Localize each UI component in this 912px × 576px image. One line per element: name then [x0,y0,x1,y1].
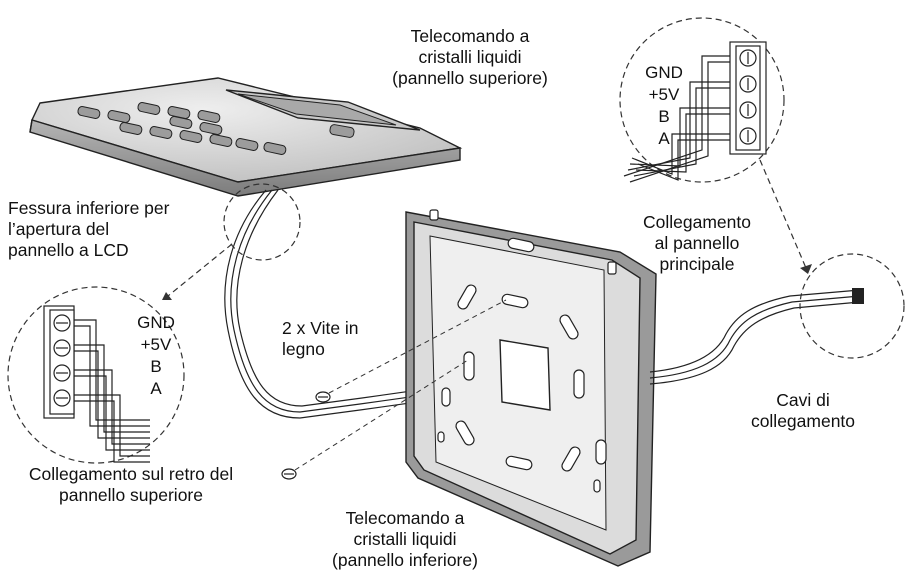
screws [281,391,331,480]
label-connection-main: Collegamento al pannello principale [643,212,751,274]
label-slot: Fessura inferiore per l’apertura del pan… [8,198,170,260]
label-screws: 2 x Vite in legno [282,318,359,359]
terminal-block-main [623,41,767,183]
terminal-label-gnd-main: GND [645,63,683,82]
lower-panel [405,209,657,567]
label-connection-back: Collegamento sul retro del pannello supe… [28,464,234,505]
upper-cable [224,189,611,419]
upper-panel [29,77,463,197]
main-cables [649,288,864,385]
detail-arrowheads [162,264,812,300]
terminal-label-5v-back: +5V [140,335,172,354]
terminal-label-b-back: B [150,357,162,376]
label-remote-upper: Telecomando a cristalli liquidi (pannell… [392,26,548,88]
label-cables: Cavi di collegamento [750,390,856,431]
terminal-label-a-back: A [150,379,162,398]
terminal-label-b-main: B [658,107,670,126]
screw-guides [294,299,507,471]
detail-circles [7,17,905,464]
terminal-label-gnd-back: GND [137,313,175,332]
terminal-label-5v-main: +5V [648,85,680,104]
terminal-block-back [43,305,150,463]
label-remote-lower: Telecomando a cristalli liquidi (pannell… [332,508,478,570]
terminal-label-a-main: A [658,129,670,148]
